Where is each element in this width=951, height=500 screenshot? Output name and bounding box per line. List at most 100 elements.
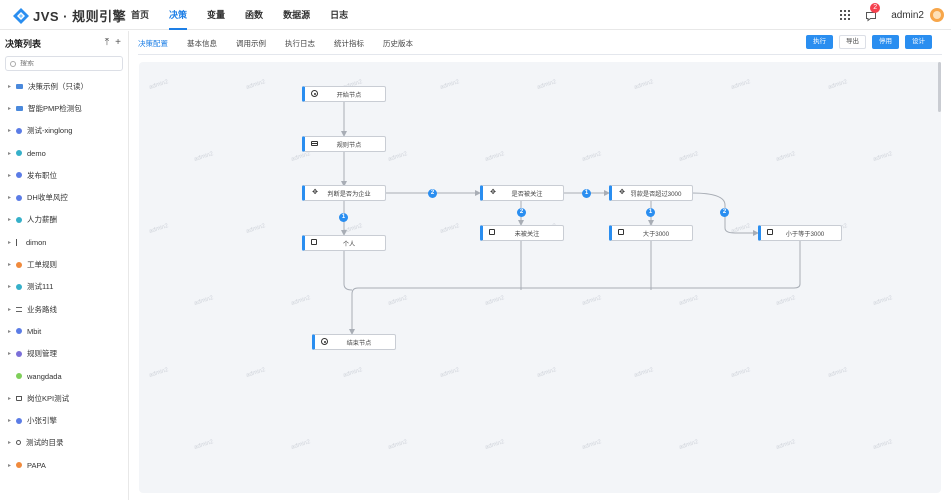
flow-node-gt3000[interactable]: 大于3000	[609, 225, 693, 241]
caret-right-icon[interactable]: ▸	[8, 239, 12, 246]
nav-item-5[interactable]: 日志	[330, 10, 349, 20]
caret-right-icon[interactable]: ▸	[8, 150, 12, 157]
flow-node-not-followed[interactable]: 未被关注	[480, 225, 564, 241]
branch-badge[interactable]: 2	[720, 208, 729, 217]
tree-item-label: 测试的目录	[26, 438, 64, 448]
watermark: admin2	[290, 151, 312, 163]
run-button[interactable]: 执行	[806, 35, 833, 49]
branch-badge[interactable]: 2	[428, 189, 437, 198]
watermark: admin2	[730, 223, 752, 235]
flow-node-judge-fine[interactable]: ✥罚款是否超过3000	[609, 185, 693, 201]
nav-item-4[interactable]: 数据源	[283, 10, 311, 20]
tree-item[interactable]: ▸测试-xinglong	[0, 120, 128, 142]
watermark: admin2	[581, 151, 603, 163]
search-input[interactable]	[20, 60, 110, 67]
tree-item[interactable]: ▸规则管理	[0, 343, 128, 365]
watermark: admin2	[245, 367, 267, 379]
flow-node-judge-followed[interactable]: ✥是否被关注	[480, 185, 564, 201]
tree-item[interactable]: ▸Mbit	[0, 320, 128, 342]
caret-right-icon[interactable]: ▸	[8, 83, 12, 90]
tree-item[interactable]: ▸测试111	[0, 276, 128, 298]
sidebar-search[interactable]	[5, 56, 123, 71]
flow-node-le3000[interactable]: 小于等于3000	[758, 225, 842, 241]
flow-canvas[interactable]: admin2 admin2 admin2 admin2 admin2 admin2 admi…	[139, 62, 941, 493]
caret-right-icon[interactable]: ▸	[8, 306, 12, 313]
move-icon: ✥	[312, 189, 318, 196]
canvas-scrollbar[interactable]	[938, 62, 941, 112]
dot-icon	[16, 373, 22, 379]
flow-node-label: 结束节点	[346, 339, 372, 347]
branch-badge[interactable]: 2	[517, 208, 526, 217]
upload-icon[interactable]: ⤒	[104, 37, 110, 48]
caret-right-icon[interactable]: ▸	[8, 105, 12, 112]
nav-item-1[interactable]: 决策	[169, 0, 188, 30]
tree-item[interactable]: ▸发布职位	[0, 164, 128, 186]
watermark: admin2	[290, 439, 312, 451]
caret-right-icon[interactable]: ▸	[8, 172, 12, 179]
tab-0[interactable]: 决策配置	[138, 31, 168, 55]
watermark: admin2	[775, 295, 797, 307]
watermark: admin2	[342, 367, 364, 379]
tab-3[interactable]: 执行日志	[285, 39, 315, 48]
caret-right-icon[interactable]: ▸	[8, 462, 12, 469]
flow-node-judge-company[interactable]: ✥判断是否为企业	[302, 185, 386, 201]
tree-item[interactable]: ▸决策示例（只读）	[0, 75, 128, 97]
caret-right-icon[interactable]: ▸	[8, 284, 12, 291]
tree-item[interactable]: ▸ 测试的目录	[0, 432, 128, 454]
tree-item[interactable]: ▸人力薪酬	[0, 209, 128, 231]
nav-item-3[interactable]: 函数	[245, 10, 264, 20]
caret-right-icon[interactable]: ▸	[8, 217, 12, 224]
watermark: admin2	[678, 439, 700, 451]
flow-node-rule[interactable]: 规则节点	[302, 136, 386, 152]
notification-button[interactable]: 2	[865, 3, 881, 22]
nav-item-0[interactable]: 首页	[131, 10, 150, 20]
tab-1[interactable]: 基本信息	[187, 39, 217, 48]
nav-item-2[interactable]: 变量	[207, 10, 226, 20]
caret-right-icon[interactable]: ▸	[8, 418, 12, 425]
tree-item[interactable]: ▸智能PMP检测包	[0, 97, 128, 119]
flow-node-label: 是否被关注	[511, 190, 543, 198]
watermark: admin2	[872, 439, 894, 451]
main-nav: 首页 决策 变量 函数 数据源 日志	[131, 0, 368, 30]
tree-item[interactable]: ▸dimon	[0, 231, 128, 253]
tree-item[interactable]: ▸小张引擎	[0, 409, 128, 431]
design-button[interactable]: 设计	[905, 35, 932, 49]
tree-item[interactable]: ▸ 工单规则	[0, 253, 128, 275]
tree-item[interactable]: ▸PAPA	[0, 454, 128, 476]
flow-node-label: 小于等于3000	[785, 230, 825, 238]
username[interactable]: admin2	[891, 9, 924, 21]
tree-item[interactable]: wangdada	[0, 365, 128, 387]
flow-node-person[interactable]: 个人	[302, 235, 386, 251]
watermark: admin2	[193, 439, 215, 451]
caret-right-icon[interactable]: ▸	[8, 351, 12, 358]
caret-right-icon[interactable]: ▸	[8, 262, 12, 269]
tab-4[interactable]: 统计指标	[334, 39, 364, 48]
flow-node-start[interactable]: 开始节点	[302, 86, 386, 102]
tree-item[interactable]: ▸demo	[0, 142, 128, 164]
tree-item-label: 工单规则	[27, 260, 57, 270]
tree-item[interactable]: ▸DH收单风控	[0, 186, 128, 208]
tab-5[interactable]: 历史版本	[383, 39, 413, 48]
dot-icon	[16, 350, 22, 357]
add-icon[interactable]: +	[115, 37, 121, 48]
export-button[interactable]: 导出	[839, 35, 866, 49]
branch-badge[interactable]: 1	[339, 213, 348, 222]
dot-icon	[16, 150, 22, 157]
caret-right-icon[interactable]: ▸	[8, 195, 12, 202]
message-icon	[866, 12, 877, 22]
branch-badge[interactable]: 1	[582, 189, 591, 198]
avatar[interactable]	[930, 8, 944, 22]
caret-right-icon[interactable]: ▸	[8, 328, 12, 335]
disable-button[interactable]: 停用	[872, 35, 899, 49]
app-logo[interactable]: JVS · 规则引擎	[12, 6, 126, 25]
watermark: admin2	[581, 439, 603, 451]
tab-2[interactable]: 调用示例	[236, 39, 266, 48]
caret-right-icon[interactable]: ▸	[8, 395, 12, 402]
flow-node-end[interactable]: 结束节点	[312, 334, 396, 350]
branch-badge[interactable]: 1	[646, 208, 655, 217]
caret-right-icon[interactable]: ▸	[8, 440, 12, 447]
apps-grid-icon[interactable]	[840, 10, 851, 20]
caret-right-icon[interactable]: ▸	[8, 128, 12, 135]
tree-item[interactable]: ▸业务路线	[0, 298, 128, 320]
tree-item[interactable]: ▸岗位KPI测试	[0, 387, 128, 409]
